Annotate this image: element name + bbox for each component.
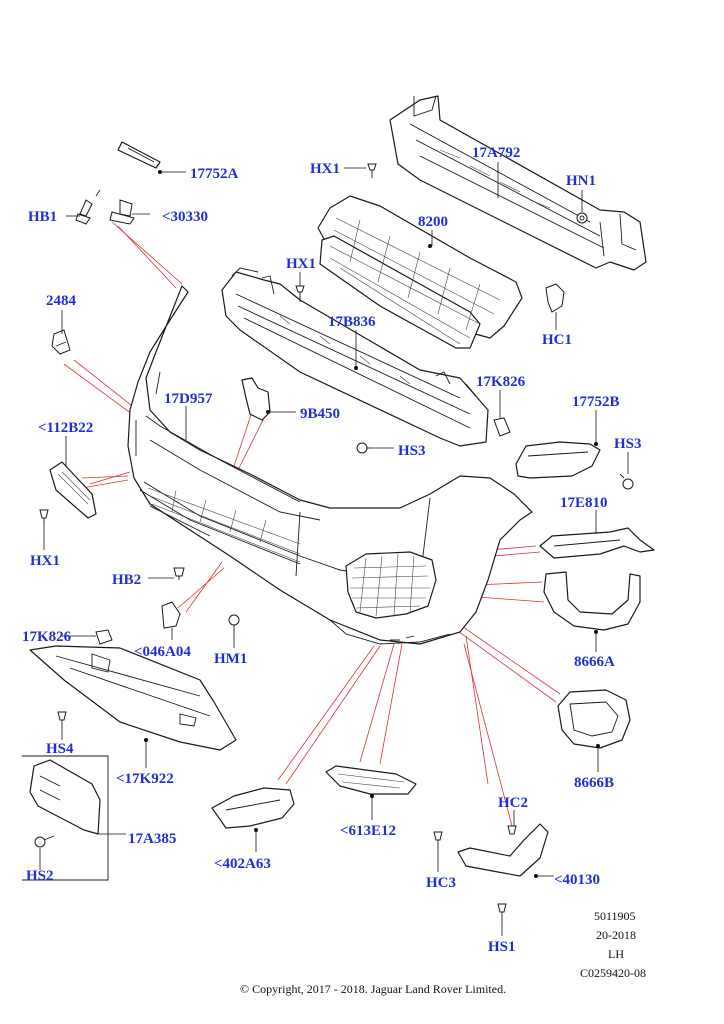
callout-17K826-l: 17K826: [22, 629, 72, 645]
part-bracket-112B22: [49, 461, 97, 519]
callout-17B836: 17B836: [328, 314, 376, 330]
callout-613E12: <613E12: [340, 823, 396, 839]
callout-8666A: 8666A: [574, 654, 615, 670]
callout-17K922: <17K922: [116, 771, 174, 787]
callout-17752A: 17752A: [190, 166, 239, 182]
callout-HC3: HC3: [426, 875, 456, 891]
part-bracket-40130: [457, 823, 549, 878]
part-trim-17752B: [515, 441, 601, 479]
callout-HX1-left: HX1: [30, 553, 60, 569]
part-screw-hs3-mid: [356, 442, 372, 454]
date-code: 20-2018: [596, 928, 636, 942]
part-plate-bracket-17A385: [22, 755, 109, 881]
part-screw-hx1-mid: [295, 285, 305, 302]
callout-046A04: <046A04: [134, 644, 191, 660]
part-screw-hm1: [228, 614, 240, 634]
callout-402A63: <402A63: [214, 856, 271, 872]
callout-17A385: 17A385: [128, 831, 176, 847]
part-fastener-hb1: [75, 189, 101, 225]
callout-17D957: 17D957: [164, 391, 213, 407]
part-bracket-17K826-l: [95, 629, 113, 645]
callout-HC1: HC1: [542, 332, 572, 348]
leader-lines: [39, 162, 629, 936]
callout-30330: <30330: [162, 209, 208, 225]
part-foglamp-aperture: [345, 551, 437, 619]
footer-meta: 5011905 20-2018 LH C0259420-08 © Copyrig…: [240, 909, 646, 996]
part-grille-8200: [317, 195, 523, 349]
part-bezel-402A63: [211, 787, 295, 832]
callout-2484: 2484: [46, 293, 77, 309]
part-clip-30330: [109, 199, 135, 225]
part-bracket-17K826-r: [493, 417, 511, 437]
callout-HN1: HN1: [566, 173, 596, 189]
callout-17A792: 17A792: [472, 145, 520, 161]
callout-HB1: HB1: [28, 209, 57, 225]
part-bracket-2484: [51, 329, 71, 355]
part-screw-hs4: [57, 711, 67, 728]
part-bracket-046A04: [161, 601, 181, 629]
part-undertray-17K922: [29, 645, 237, 751]
part-bracket-9B450: [241, 377, 271, 421]
part-screw-hc2: [507, 825, 517, 835]
part-clip-17752A: [117, 141, 162, 174]
callout-17E810: 17E810: [560, 495, 608, 511]
callout-112B22: <112B22: [38, 420, 93, 436]
callout-8200: 8200: [418, 214, 448, 230]
callout-17752B: 17752B: [572, 394, 620, 410]
illustration-id: C0259420-08: [580, 966, 646, 980]
copyright-notice: © Copyright, 2017 - 2018. Jaguar Land Ro…: [240, 982, 506, 996]
callout-8666B: 8666B: [574, 775, 614, 791]
part-clip-hb2: [173, 567, 185, 580]
callout-labels: 17752A HB1 <30330 HX1 17A792 HN1 8200 HX…: [22, 145, 642, 955]
part-surround-8666A: [543, 571, 641, 634]
callout-HB2: HB2: [112, 572, 141, 588]
callout-HS3-r: HS3: [614, 436, 642, 452]
callout-HX1-mid: HX1: [286, 256, 316, 272]
callout-HS4: HS4: [46, 741, 74, 757]
part-nut-hn1: [576, 212, 588, 224]
part-bumper-lower-grille: [147, 487, 301, 563]
part-trim-17E810: [539, 527, 655, 559]
callout-HM1: HM1: [214, 651, 247, 667]
callout-9B450: 9B450: [300, 406, 340, 422]
part-screw-hs1: [497, 903, 507, 922]
callout-17K826-r: 17K826: [476, 374, 526, 390]
ref-number: 5011905: [594, 909, 636, 923]
part-grille-613E12: [325, 765, 417, 798]
callout-HS3-mid: HS3: [398, 443, 426, 459]
part-screw-hx1-top: [367, 163, 377, 178]
part-screw-hx1-left: [39, 509, 49, 524]
callout-HS1: HS1: [488, 939, 516, 955]
part-bracket-hc1: [545, 283, 565, 313]
part-upper-carrier-17B836: [221, 267, 489, 447]
callout-HS2: HS2: [26, 868, 54, 884]
part-bumper-cover-17D957: [127, 285, 533, 645]
part-surround-8666B: [557, 689, 631, 749]
callout-HX1-top: HX1: [310, 161, 340, 177]
side-indicator: LH: [608, 947, 624, 961]
part-lower-lip: [329, 619, 451, 645]
callout-HC2: HC2: [498, 795, 528, 811]
part-screw-hs3-r: [619, 473, 634, 490]
part-reinforcement-17A792: [389, 95, 647, 271]
part-screw-hc3: [433, 831, 443, 848]
callout-40130: <40130: [554, 872, 600, 888]
